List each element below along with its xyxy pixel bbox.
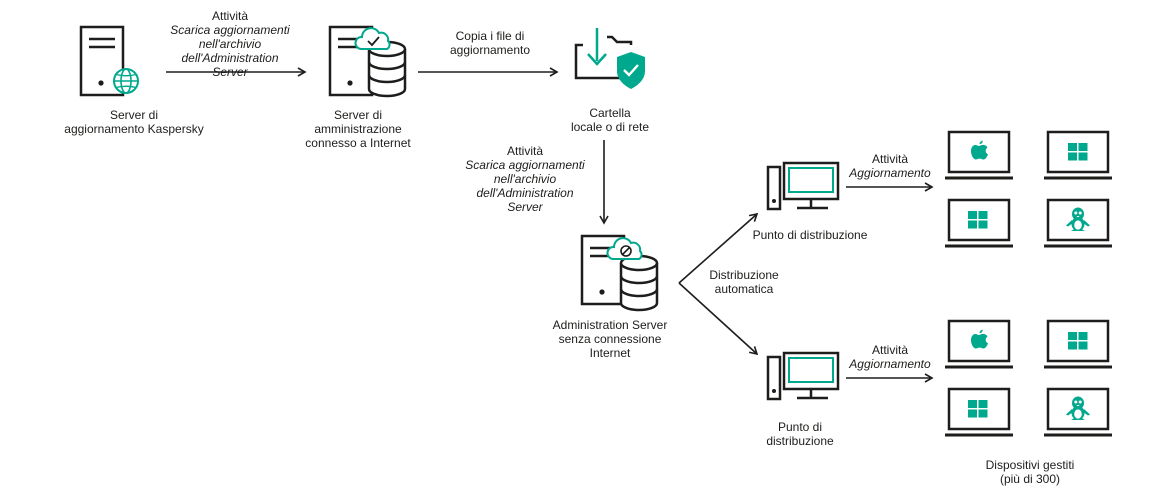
auto-distribution-label: Distribuzione automatica: [694, 268, 794, 296]
task-download-1-title: Attività: [211, 9, 248, 23]
laptop-apple-top: [943, 130, 1015, 180]
task-download-1-line3: Server: [212, 65, 248, 79]
kaspersky-server-label-line2: aggiornamento Kaspersky: [64, 122, 204, 136]
distribution-point-bottom-label-line2: distribuzione: [766, 434, 834, 448]
kaspersky-update-server-icon: [79, 25, 139, 97]
update-task-top-line1: Aggiornamento: [849, 166, 931, 180]
task-download-2-title: Attività: [506, 144, 543, 158]
managed-devices-label-line1: Dispositivi gestiti: [985, 458, 1075, 472]
auto-distribution-line2: automatica: [714, 282, 774, 296]
copy-files-label: Copia i file di aggiornamento: [420, 29, 560, 57]
folder-label: Cartella locale o di rete: [545, 106, 675, 134]
folder-label-line2: locale o di rete: [570, 120, 650, 134]
kaspersky-server-label-line1: Server di: [109, 108, 159, 122]
folder-icon: [574, 28, 645, 89]
laptop-linux-top: [1042, 198, 1114, 248]
admin-server-offline-label-line3: Internet: [589, 346, 631, 360]
cloud-check-icon: [354, 27, 391, 50]
cloud-blocked-icon: [606, 237, 643, 260]
task-download-2-label: Attività Scarica aggiornamenti nell'arch…: [455, 144, 595, 214]
laptop-windows-bottom-1: [1042, 319, 1114, 369]
distribution-point-top-label-text: Punto di distribuzione: [752, 228, 868, 242]
folder-label-line1: Cartella: [589, 106, 631, 120]
admin-server-online-label-line1: Server di: [333, 108, 383, 122]
laptop-windows-top-2: [943, 198, 1015, 248]
kaspersky-server-label: Server di aggiornamento Kaspersky: [54, 108, 214, 136]
distribution-point-bottom-icon: [766, 351, 840, 401]
admin-server-online-label-line2: amministrazione: [314, 122, 402, 136]
admin-server-offline-label: Administration Server senza connessione …: [530, 318, 690, 360]
copy-files-line2: aggiornamento: [449, 43, 531, 57]
laptop-linux-bottom: [1042, 387, 1114, 437]
distribution-point-bottom-label-line1: Punto di: [777, 420, 823, 434]
task-download-1-label: Attività Scarica aggiornamenti nell'arch…: [150, 9, 310, 79]
update-task-bottom-label: Attività Aggiornamento: [840, 343, 940, 371]
update-task-top-label: Attività Aggiornamento: [840, 152, 940, 180]
admin-server-online-label: Server di amministrazione connesso a Int…: [283, 108, 433, 150]
distribution-point-bottom-label: Punto di distribuzione: [745, 420, 855, 448]
admin-server-offline-icon: [580, 234, 659, 312]
managed-devices-label: Dispositivi gestiti (più di 300): [955, 458, 1105, 486]
admin-server-offline-label-line2: senza connessione: [558, 332, 662, 346]
laptop-windows-top-1: [1042, 130, 1114, 180]
auto-distribution-line1: Distribuzione: [709, 268, 779, 282]
laptop-windows-bottom-2: [943, 387, 1015, 437]
task-download-2-line2: nell'archivio: [493, 172, 557, 186]
distribution-point-top-icon: [766, 161, 840, 211]
admin-server-online-label-line3: connesso a Internet: [305, 136, 411, 150]
task-download-2-line4: Server: [507, 200, 543, 214]
arrow-to-distribution-point-bottom: [678, 282, 759, 356]
task-download-1-line1: Scarica aggiornamenti: [170, 23, 290, 37]
update-task-bottom-title: Attività: [871, 343, 908, 357]
arrow-to-distribution-point-top: [678, 212, 759, 284]
task-download-2-line1: Scarica aggiornamenti: [465, 158, 585, 172]
distribution-point-top-label: Punto di distribuzione: [735, 228, 885, 242]
shield-check-icon: [617, 52, 645, 89]
task-download-2-line3: dell'Administration: [476, 186, 574, 200]
admin-server-offline-label-line1: Administration Server: [552, 318, 668, 332]
copy-files-line1: Copia i file di: [455, 29, 525, 43]
admin-server-online-icon: [328, 25, 407, 98]
update-task-bottom-line1: Aggiornamento: [849, 357, 931, 371]
task-download-1-line2: nell'archivio dell'Administration: [181, 37, 279, 65]
laptop-apple-bottom: [943, 319, 1015, 369]
update-task-top-title: Attività: [871, 152, 908, 166]
managed-devices-label-line2: (più di 300): [999, 472, 1061, 486]
